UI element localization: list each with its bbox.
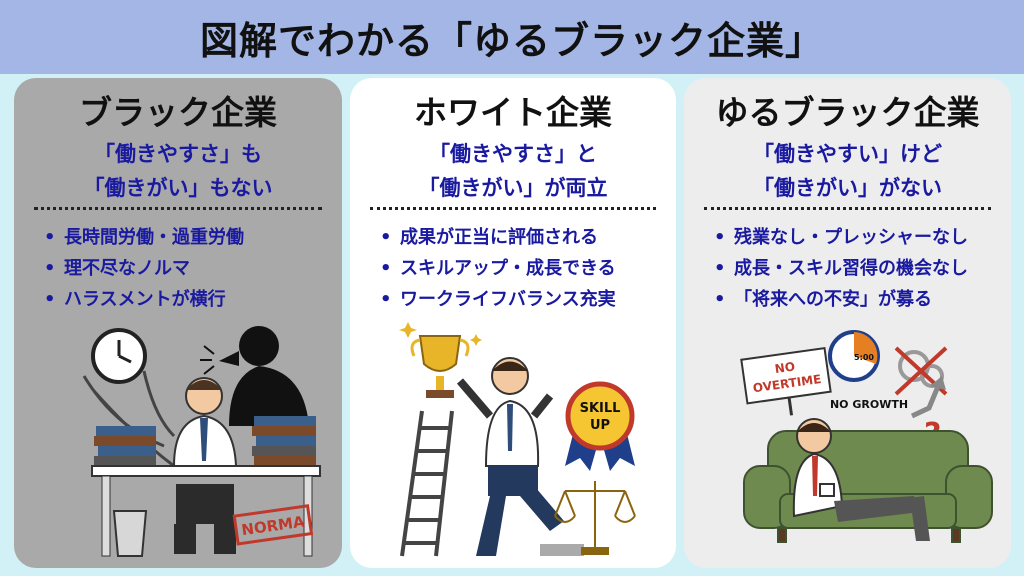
clock-icon: 5:00	[828, 330, 880, 382]
shouting-boss-icon	[219, 326, 309, 426]
panel-subtitle-line1: 「働きやすさ」も	[94, 142, 262, 166]
dotted-divider	[370, 207, 656, 210]
panel-title: ゆるブラック企業	[715, 93, 980, 132]
bullet-text: 長時間労働・過重労働	[64, 227, 244, 248]
bullet-icon: •	[380, 227, 392, 248]
happy-employee-icon	[456, 357, 584, 556]
bullet-text: ワークライフバランス充実	[400, 289, 616, 310]
bullet-list: • 長時間労働・過重労働 • 理不尽なノルマ • ハラスメントが横行	[44, 222, 244, 315]
panel-subtitle-line2: 「働きがい」が両立	[418, 176, 608, 200]
bullet-icon: •	[714, 289, 726, 310]
norma-stamp-icon: NORMA	[232, 504, 314, 546]
anger-lines-icon	[200, 345, 215, 375]
panel-subtitle-line1: 「働きやすい」けど	[753, 142, 942, 166]
bullet-text: スキルアップ・成長できる	[400, 258, 616, 279]
skill-up-badge-icon: SKILL UP	[565, 381, 635, 471]
bullet-text: 「将来への不安」が募る	[734, 289, 932, 310]
panel-subtitle-line2: 「働きがい」がない	[753, 176, 942, 200]
sofa-icon	[743, 430, 993, 543]
wall-clock-icon	[91, 328, 147, 384]
list-item: • ワークライフバランス充実	[380, 284, 616, 315]
dotted-divider	[34, 207, 322, 210]
bullet-icon: •	[714, 227, 726, 248]
relaxed-employee-icon	[792, 418, 930, 541]
bullet-text: 成長・スキル習得の機会なし	[734, 258, 968, 279]
bullet-icon: •	[44, 289, 56, 310]
stalled-arrow-icon	[910, 376, 946, 419]
bullet-text: ハラスメントが横行	[64, 289, 226, 310]
balance-scale-icon	[554, 481, 636, 555]
panel-subtitle-line1: 「働きやすさ」と	[429, 142, 597, 166]
desk-icon	[91, 465, 321, 477]
stressed-employee-icon	[172, 377, 238, 554]
coffee-cup-icon	[819, 483, 835, 497]
successful-employee-illustration: SKILL UP	[399, 322, 636, 557]
panel-subtitle-line2: 「働きがい」もない	[83, 176, 273, 200]
list-item: • 「将来への不安」が募る	[714, 284, 968, 315]
bullet-icon: •	[44, 227, 56, 248]
list-item: • 成長・スキル習得の機会なし	[714, 253, 968, 284]
trophy-icon	[410, 335, 470, 398]
panel-black-company: ブラック企業 「働きやすさ」も 「働きがい」もない • 長時間労働・過重労働 • 理…	[14, 78, 342, 568]
badge-text-line2: UP	[590, 418, 610, 433]
file-stack-icon	[94, 416, 316, 466]
bullet-text: 残業なし・プレッシャーなし	[734, 227, 968, 248]
panel-yuru-black-company: ゆるブラック企業 「働きやすい」けど 「働きがい」がない • 残業なし・プレッシャ…	[684, 78, 1011, 568]
bullet-icon: •	[714, 258, 726, 279]
panel-white-company: ホワイト企業 「働きやすさ」と 「働きがい」が両立 • 成果が正当に評価される •…	[350, 78, 676, 568]
list-item: • 長時間労働・過重労働	[44, 222, 244, 253]
list-item: • スキルアップ・成長できる	[380, 253, 616, 284]
no-overtime-sign-icon: NO OVERTIME	[740, 346, 832, 416]
title-banner: 図解でわかる「ゆるブラック企業」	[0, 0, 1024, 74]
relaxed-employee-illustration: 5:00 NO OVERTIME NO GROWTH ?	[740, 330, 993, 543]
no-growth-label: NO GROWTH	[830, 398, 908, 411]
bullet-list: • 成果が正当に評価される • スキルアップ・成長できる • ワークライフバランス充実	[380, 222, 616, 315]
ladder-icon	[400, 410, 454, 557]
list-item: • 成果が正当に評価される	[380, 222, 616, 253]
trash-bin-icon	[112, 510, 148, 557]
bullet-list: • 残業なし・プレッシャーなし • 成長・スキル習得の機会なし • 「将来への不安」が…	[714, 222, 968, 315]
bullet-icon: •	[380, 289, 392, 310]
list-item: • 理不尽なノルマ	[44, 253, 244, 284]
clock-text: 5:00	[854, 353, 874, 362]
panel-title: ホワイト企業	[414, 93, 612, 132]
list-item: • 残業なし・プレッシャーなし	[714, 222, 968, 253]
bullet-text: 成果が正当に評価される	[400, 227, 598, 248]
sparkle-icon	[399, 322, 482, 346]
overworked-employee-illustration: NORMA	[82, 326, 321, 557]
page-title: 図解でわかる「ゆるブラック企業」	[199, 18, 824, 63]
panel-title: ブラック企業	[79, 93, 277, 132]
list-item: • ハラスメントが横行	[44, 284, 244, 315]
bullet-icon: •	[380, 258, 392, 279]
sign-text-line1: NO	[774, 359, 796, 376]
badge-text-line1: SKILL	[580, 401, 621, 416]
bullet-icon: •	[44, 258, 56, 279]
dotted-divider	[704, 207, 991, 210]
bullet-text: 理不尽なノルマ	[64, 258, 190, 279]
